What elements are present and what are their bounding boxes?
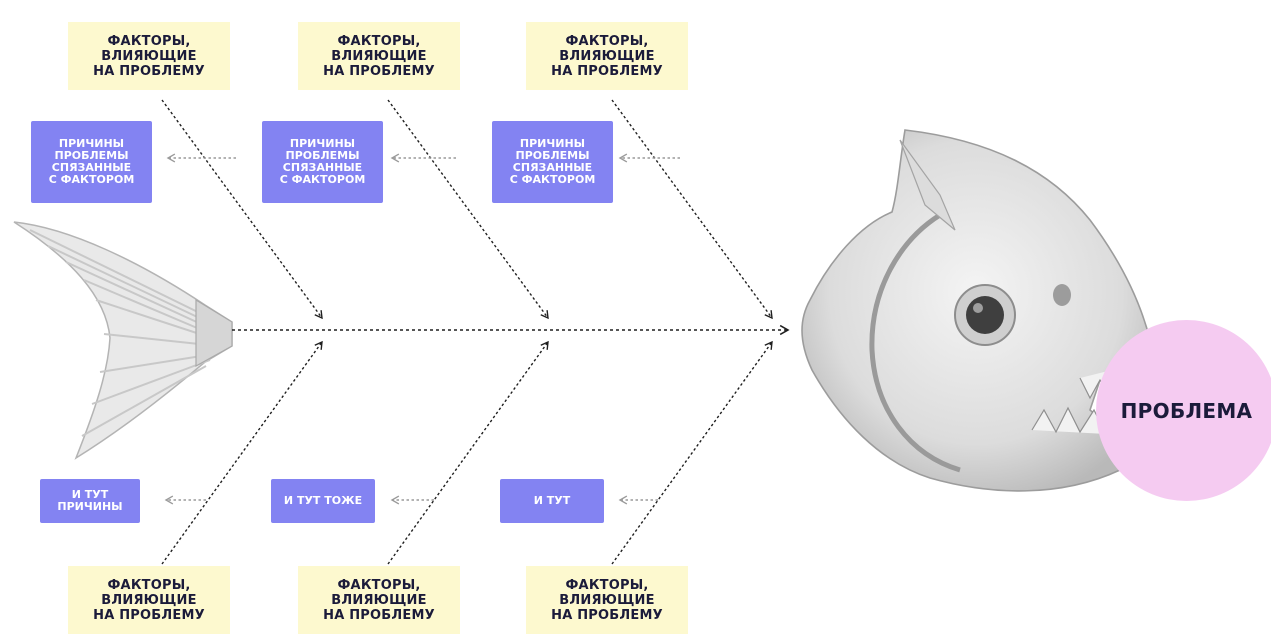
- factor-box-top-2: ФАКТОРЫ, ВЛИЯЮЩИЕ НА ПРОБЛЕМУ: [298, 22, 460, 90]
- factor-box-bottom-3: ФАКТОРЫ, ВЛИЯЮЩИЕ НА ПРОБЛЕМУ: [526, 566, 688, 634]
- cause-box-bottom-3: И ТУТ: [500, 479, 604, 523]
- cause-box-bottom-2: И ТУТ ТОЖЕ: [271, 479, 375, 523]
- factor-box-bottom-2: ФАКТОРЫ, ВЛИЯЮЩИЕ НА ПРОБЛЕМУ: [298, 566, 460, 634]
- cause-box-top-3: ПРИЧИНЫ ПРОБЛЕМЫ СПЯЗАННЫЕ С ФАКТОРОМ: [492, 121, 613, 203]
- cause-box-top-2: ПРИЧИНЫ ПРОБЛЕМЫ СПЯЗАННЫЕ С ФАКТОРОМ: [262, 121, 383, 203]
- rib-line: [387, 340, 549, 565]
- cause-box-top-1: ПРИЧИНЫ ПРОБЛЕМЫ СПЯЗАННЫЕ С ФАКТОРОМ: [31, 121, 152, 203]
- fish-tail-icon: [13, 221, 233, 460]
- rib-line: [161, 99, 323, 320]
- rib-line: [387, 99, 549, 320]
- fish-skull-icon: [801, 129, 1151, 492]
- problem-label: ПРОБЛЕМА: [1120, 398, 1253, 423]
- rib-line: [161, 340, 323, 565]
- factor-box-bottom-1: ФАКТОРЫ, ВЛИЯЮЩИЕ НА ПРОБЛЕМУ: [68, 566, 230, 634]
- problem-circle: ПРОБЛЕМА: [1096, 320, 1271, 501]
- cause-box-bottom-1: И ТУТ ПРИЧИНЫ: [40, 479, 140, 523]
- rib-line: [611, 99, 773, 320]
- rib-line: [611, 340, 773, 565]
- factor-box-top-3: ФАКТОРЫ, ВЛИЯЮЩИЕ НА ПРОБЛЕМУ: [526, 22, 688, 90]
- factor-box-top-1: ФАКТОРЫ, ВЛИЯЮЩИЕ НА ПРОБЛЕМУ: [68, 22, 230, 90]
